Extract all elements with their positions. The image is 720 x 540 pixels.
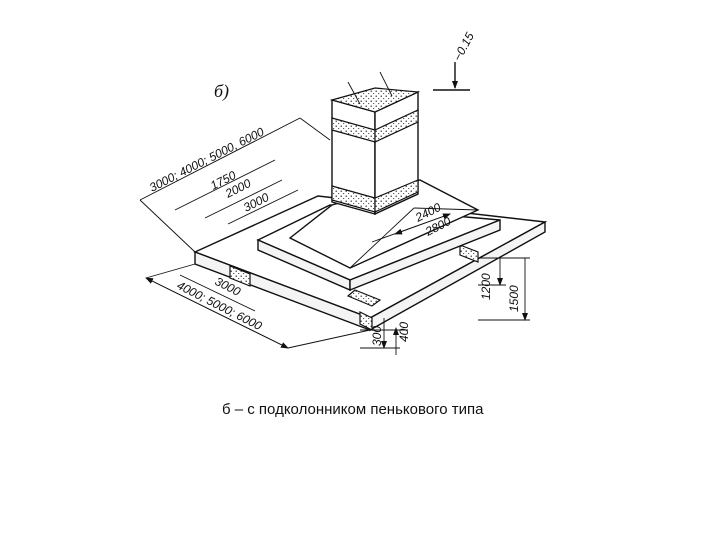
figure-caption: б – с подколонником пенькового типа <box>222 401 484 418</box>
sloped-footing <box>288 179 480 269</box>
right-vertical-dimensions: 1200 1500 <box>478 257 530 321</box>
part-label: б) <box>214 81 229 102</box>
column-socket <box>329 71 421 216</box>
dim-300: 300 <box>370 326 384 346</box>
elevation-mark-label: −0.15 <box>450 30 477 64</box>
dim-3000-upper: 3000 <box>241 190 271 215</box>
dim-400: 400 <box>397 322 411 342</box>
dim-1500: 1500 <box>507 285 521 312</box>
dim-1200: 1200 <box>479 273 493 300</box>
bottom-vertical-dimensions: 300 400 <box>360 318 411 355</box>
elevation-mark: −0.15 <box>433 30 477 91</box>
